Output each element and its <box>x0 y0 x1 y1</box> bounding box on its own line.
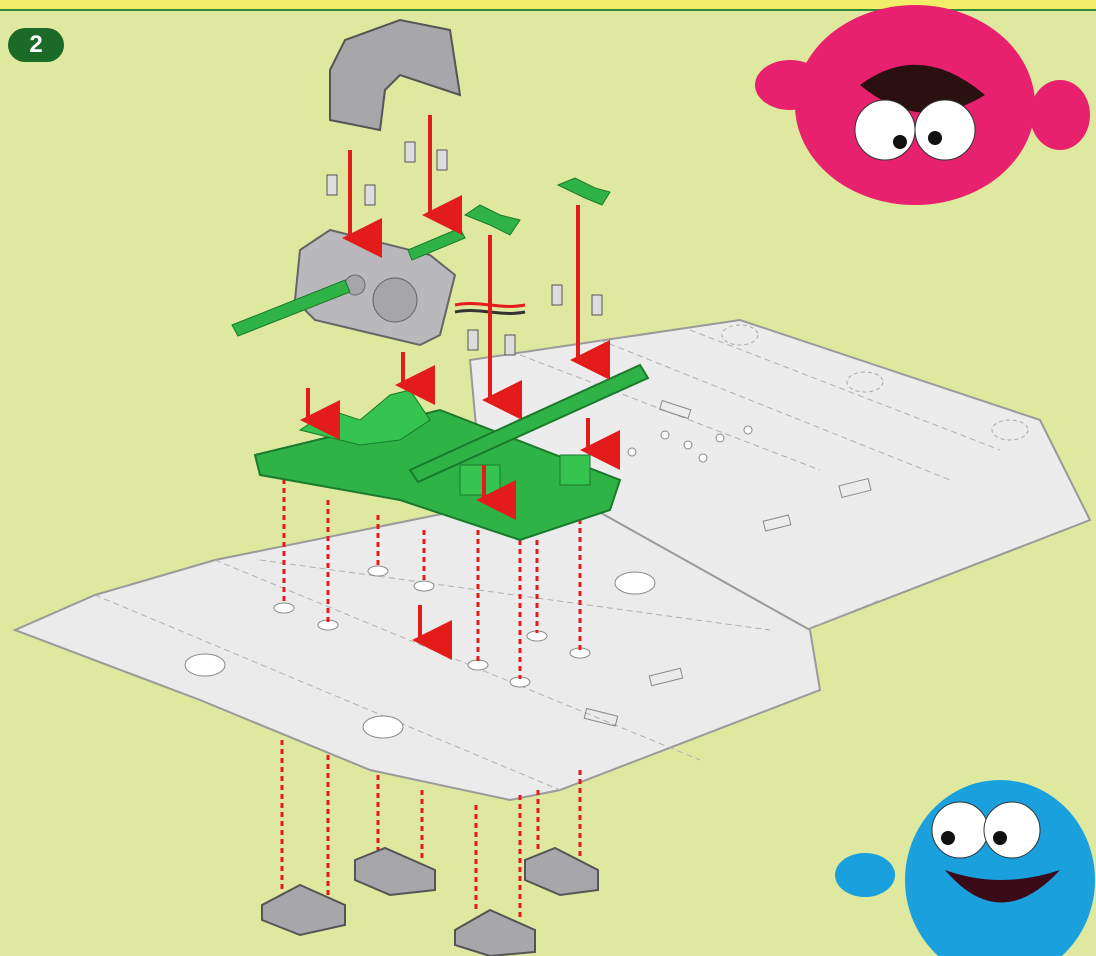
feet <box>262 848 598 956</box>
pink-monster <box>755 5 1090 205</box>
blue-monster <box>835 780 1095 956</box>
step-number-badge: 2 <box>8 28 64 62</box>
motor-cover <box>330 20 460 130</box>
gear-motor <box>232 228 525 345</box>
clip-part <box>465 205 520 235</box>
clip-part <box>558 178 610 205</box>
